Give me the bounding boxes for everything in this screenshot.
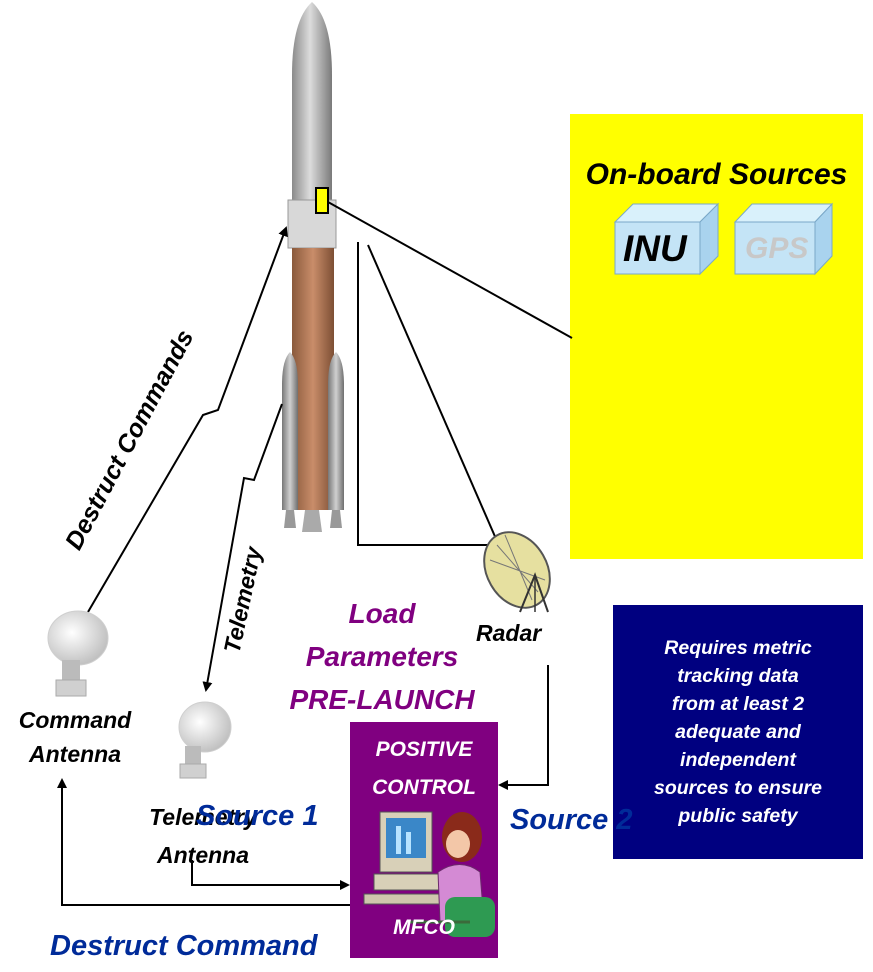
radar-dish-icon [483, 531, 551, 613]
telemetry-antenna-label: Telemetry Antenna [149, 804, 257, 868]
onboard-sources-title: On-board Sources [585, 158, 848, 191]
destruct-command-label: Destruct Command [50, 930, 318, 962]
gps-label: GPS [745, 232, 809, 265]
inu-box-icon [613, 202, 720, 276]
radar-label: Radar [476, 620, 542, 646]
rocket-icon [282, 2, 344, 532]
source1-label: Source 1 [196, 800, 319, 832]
positive-label: POSITIVE [375, 738, 473, 761]
command-antenna-icon [47, 610, 109, 697]
onboard-sources-panel: On-board Sources [570, 114, 863, 559]
telemetry-antenna-icon [178, 701, 232, 779]
mfco-box: POSITIVE CONTROL MFCO [350, 722, 498, 958]
operator-at-computer-icon [363, 811, 495, 937]
control-label: CONTROL [372, 776, 476, 799]
source2-label: Source 2 [510, 804, 633, 836]
requirements-note-box: Requires metric tracking data from at le… [613, 605, 863, 859]
inu-label: INU [623, 228, 687, 269]
command-antenna-label: Command Antenna [18, 707, 132, 767]
mfco-label: MFCO [393, 916, 455, 939]
gps-box-icon [733, 202, 834, 276]
load-parameters-label: Load Parameters PRE-LAUNCH [289, 598, 475, 715]
requirements-note-text: Requires metric tracking data from at le… [654, 637, 822, 827]
